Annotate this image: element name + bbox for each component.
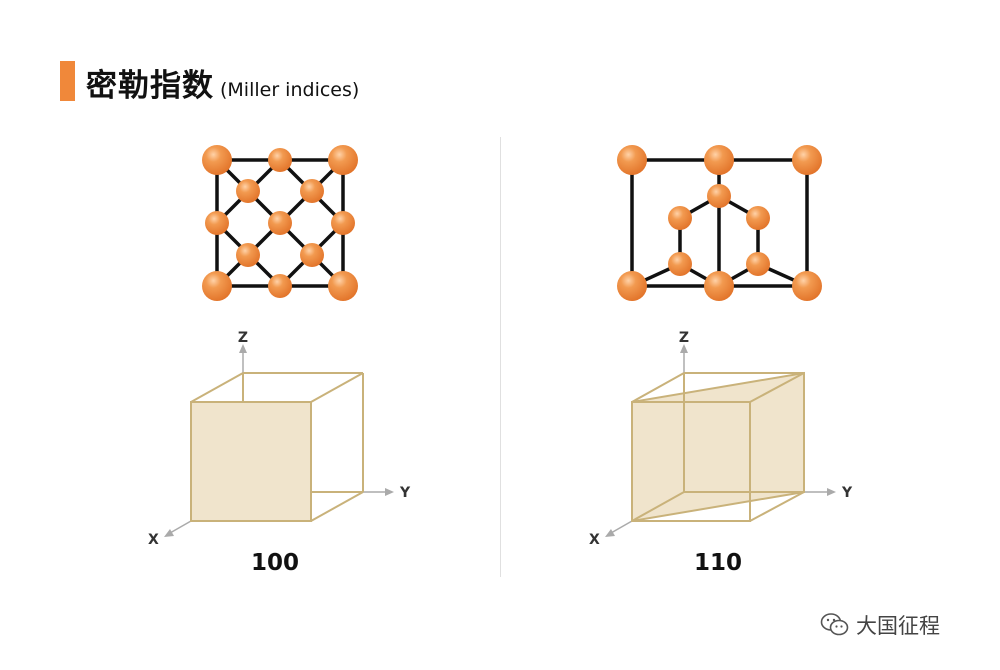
atom: [202, 271, 232, 301]
atom: [236, 243, 260, 267]
atom: [300, 179, 324, 203]
plane-100-face: [190, 401, 312, 522]
cube-100-axes: [164, 344, 394, 537]
title-accent-bar: [60, 61, 75, 101]
plane-label-110: 110: [693, 550, 742, 576]
atom: [704, 271, 734, 301]
cube-100-edges: [190, 372, 364, 522]
watermark-text: 大国征程: [856, 614, 940, 638]
atom: [236, 179, 260, 203]
atom: [746, 252, 770, 276]
plane-110-face: [631, 371, 805, 523]
axis-x-label: X: [589, 532, 600, 548]
page-title: 密勒指数 (Miller indices): [86, 60, 359, 104]
atom: [328, 145, 358, 175]
atom: [268, 211, 292, 235]
atom: [792, 145, 822, 175]
atom: [707, 184, 731, 208]
cube-110-edges: [631, 372, 805, 522]
atom: [268, 274, 292, 298]
atom: [704, 145, 734, 175]
lattice-110: [630, 158, 809, 288]
lattice-100-atoms: [202, 145, 358, 301]
atom: [331, 211, 355, 235]
atom: [746, 206, 770, 230]
atom: [202, 145, 232, 175]
cube-100: Z Y X: [148, 330, 411, 548]
atom: [268, 148, 292, 172]
atom: [792, 271, 822, 301]
axis-y-label: Y: [841, 485, 853, 501]
lattice-110-atoms: [617, 145, 822, 301]
plane-label-100: 100: [250, 550, 299, 576]
axis-y-label: Y: [399, 485, 411, 501]
title-subtitle: (Miller indices): [220, 79, 360, 101]
axis-z-label: Z: [238, 330, 248, 346]
wechat-icon: [820, 613, 849, 636]
cube-110: Z Y X: [589, 330, 853, 548]
atom: [668, 252, 692, 276]
axis-z-label: Z: [679, 330, 689, 346]
atom: [617, 145, 647, 175]
panel-divider: [500, 137, 501, 577]
atom: [205, 211, 229, 235]
atom: [300, 243, 324, 267]
axis-x-label: X: [148, 532, 159, 548]
atom: [668, 206, 692, 230]
watermark: 大国征程: [820, 610, 940, 640]
cube-110-axes: [605, 344, 836, 537]
atom: [617, 271, 647, 301]
atom: [328, 271, 358, 301]
title-main: 密勒指数: [86, 68, 214, 104]
